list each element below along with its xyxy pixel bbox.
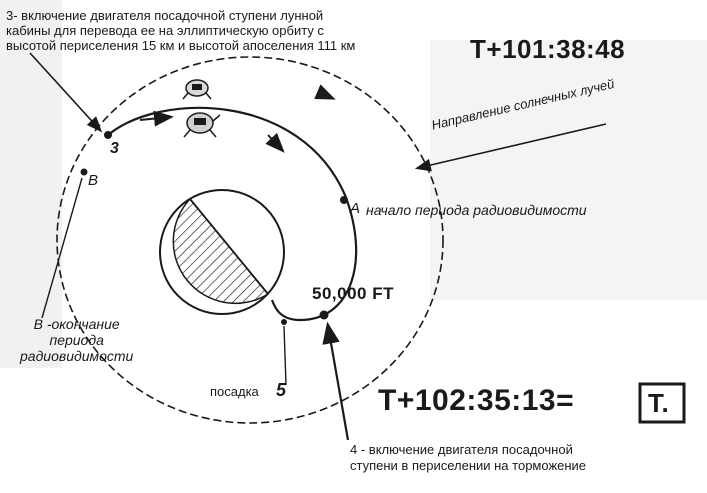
point-b-label: B: [88, 172, 99, 189]
t-zero-label: T.: [648, 388, 670, 418]
altitude-label: 50,000 FT: [312, 284, 394, 303]
descent-direction-arrow: [265, 132, 285, 153]
lunar-module-icon: [182, 79, 212, 100]
point-b-line: B -окончание: [33, 316, 120, 332]
scan-background-left: [0, 0, 62, 368]
point-b-pointer: [41, 177, 83, 319]
t-zero-box: [638, 382, 686, 424]
terminator-line: [189, 198, 269, 295]
moon-night-side: [172, 197, 270, 305]
event-4-line: ступени в периселении на торможение: [350, 458, 587, 473]
event-4-pointer: [322, 321, 350, 441]
scan-background-right: [430, 40, 707, 300]
point-4-marker: [319, 310, 329, 320]
event-3-line: высотой периселения 15 км и высотой апос…: [6, 38, 356, 53]
point-5-marker: [281, 319, 287, 325]
point-b-description: B -окончание периода радиовидимости: [20, 316, 133, 364]
point-3-label: 3: [110, 140, 119, 157]
orbit-direction-arrow: [314, 84, 336, 100]
lunar-module-icon: [183, 112, 221, 138]
event-3-pointer: [29, 52, 103, 133]
event-4-description: 4 - включение двигателя посадочной ступе…: [350, 442, 586, 474]
point-a-label: A: [350, 200, 361, 217]
time-top: T+101:38:48: [470, 34, 626, 64]
event-3-line: 3- включение двигателя посадочной ступен…: [6, 8, 324, 23]
descent-start-arrow: [139, 110, 174, 127]
point-b-line: радиовидимости: [20, 348, 134, 364]
point-a-description: начало периода радиовидимости: [366, 202, 587, 218]
outer-orbit: [56, 56, 444, 424]
landing-label: посадка: [210, 384, 259, 399]
point-a-marker: [340, 196, 348, 204]
moon: [159, 189, 285, 315]
event-4-line: 4 - включение двигателя посадочной: [350, 442, 573, 457]
point-b-marker: [80, 168, 88, 176]
point-3-marker: [104, 131, 112, 139]
point-5-label: 5: [276, 380, 287, 400]
time-bottom: T+102:35:13=: [378, 384, 575, 417]
sun-direction-arrow: [414, 123, 607, 172]
point-b-line: периода: [49, 332, 104, 348]
landing-pointer: [283, 325, 287, 386]
event-3-description: 3- включение двигателя посадочной ступен…: [6, 8, 355, 53]
event-3-line: кабины для перевода ее на эллиптическую …: [6, 23, 324, 38]
descent-orbit: [107, 106, 358, 322]
